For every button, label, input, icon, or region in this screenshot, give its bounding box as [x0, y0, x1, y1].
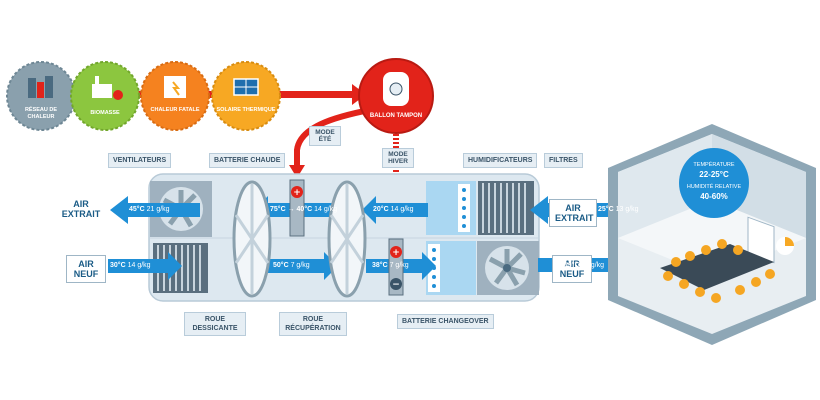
source-solaire-thermique [211, 61, 281, 131]
source-chaleur-fatale [140, 61, 210, 131]
label-air-neuf-left: AIR NEUF [66, 255, 106, 283]
source-label-solaire: SOLAIRE THERMIQUE [216, 107, 276, 113]
fan-supply [477, 241, 539, 295]
svg-text:−: − [392, 280, 400, 290]
room-hum-value: 40-60% [700, 192, 728, 201]
buffer-tank [358, 58, 434, 134]
label-ventilateurs: VENTILATEURS [108, 153, 172, 168]
flow-extract-in: 25°C 13 g/kg [598, 206, 639, 213]
flow-fresh-mid1: 50°C 7 g/kg [273, 262, 310, 269]
label-roue-dessicante: ROUE DESSICANTE [184, 312, 246, 336]
label-air-extrait-left: AIR EXTRAIT [61, 199, 101, 219]
district-heating-icon [28, 78, 36, 98]
flow-extract-out: 45°C 21 g/kg [129, 206, 170, 213]
summer-arrow-head [289, 165, 305, 178]
biomass-factory-icon [92, 84, 112, 98]
source-label-chaleur-fatale: CHALEUR FATALE [150, 107, 200, 113]
label-filtres: FILTRES [544, 153, 583, 168]
tank-label: BALLON TAMPON [369, 113, 423, 119]
svg-text:+: + [392, 248, 400, 258]
label-batterie-changeover: BATTERIE CHANGEOVER [397, 314, 494, 329]
label-roue-recuperation: ROUE RÉCUPÉRATION [279, 312, 347, 336]
label-air-extrait-right: AIR EXTRAIT [549, 199, 597, 227]
room-temp-label: TEMPÉRATURE [693, 162, 735, 168]
wheel-dessicante [232, 180, 272, 298]
room-conditions-bubble [679, 148, 749, 218]
arrow-fresh-mid1 [268, 259, 324, 273]
room-temp-value: 22-25°C [699, 170, 729, 179]
filter-extract [478, 181, 534, 235]
label-air-neuf-right: AIR NEUF [552, 255, 592, 283]
arrow-extract-out [110, 196, 200, 224]
source-biomasse [70, 61, 140, 131]
label-humidificateurs: HUMIDIFICATEURS [463, 153, 538, 168]
flow-fresh-mid2: 38°C 7 g/kg [372, 262, 409, 269]
source-label-reseau: RÉSEAU DE CHALEUR [24, 107, 58, 120]
flow-extract-mid: 20°C 14 g/kg [373, 206, 414, 213]
humidifier-extract [426, 181, 476, 235]
room-hum-label: HUMIDITÉ RELATIVE [686, 184, 742, 190]
mode-ete-label: MODE ÉTÉ [309, 126, 341, 146]
batterie-changeover-coil: + − [388, 238, 404, 296]
flow-fresh-in: 30°C 14 g/kg [110, 262, 151, 269]
label-batterie-chaude: BATTERIE CHAUDE [209, 153, 286, 168]
flow-after-hot: 75°C → 40°C 14 g/kg [270, 206, 338, 213]
arrow-extract-mid [376, 203, 428, 217]
wheel-recuperation [327, 180, 367, 298]
mode-hiver-label: MODE HIVER [382, 148, 414, 168]
source-label-biomasse: BIOMASSE [90, 110, 120, 116]
flow-fresh-out: 19°C 11 g/kg [564, 262, 605, 269]
batterie-chaude-coil: + [289, 179, 305, 237]
arrow-fresh-in [108, 259, 168, 273]
svg-text:+: + [293, 188, 301, 198]
